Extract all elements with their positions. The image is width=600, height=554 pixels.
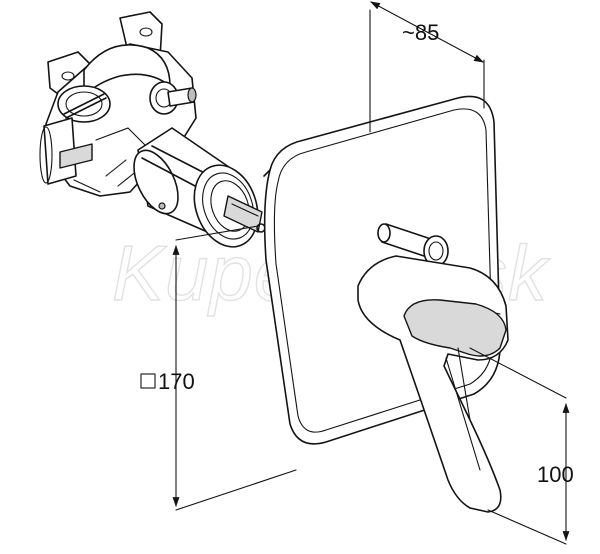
depth-dimension: ~85 [369, 1, 485, 133]
plate-size-label: 170 [158, 369, 195, 394]
lever-height-label: 100 [537, 462, 574, 487]
cartridge-cylinder [133, 127, 266, 248]
lever-height-dimension: 100 [469, 347, 574, 545]
lever-handle [357, 255, 509, 513]
square-symbol-icon [140, 373, 156, 389]
plate-size-dimension: 170 [140, 225, 297, 511]
diverter-knob [377, 223, 449, 267]
depth-label: ~85 [402, 20, 439, 45]
